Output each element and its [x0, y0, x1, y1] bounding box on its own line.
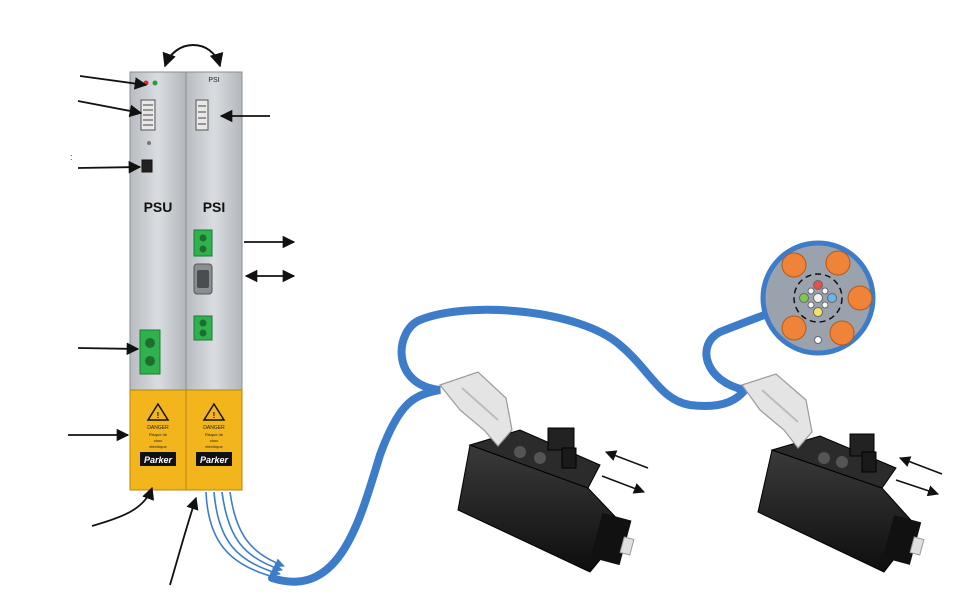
psu-hazard-line3: electrique [149, 444, 167, 449]
psi-output-cables [205, 491, 285, 581]
svg-text:!: ! [213, 411, 216, 420]
psi-module: PSI PSI ! DANGER Risque de choc electriq… [185, 71, 243, 491]
pin-bottom-left [781, 315, 807, 341]
motor-1-connector [438, 371, 513, 447]
psi-hazard-triangle-icon [202, 402, 226, 421]
psi-hazard-title: DANGER [203, 425, 225, 431]
svg-text:!: ! [157, 411, 160, 420]
pin-center-left [799, 293, 809, 303]
arrow-icon [79, 75, 148, 90]
arrow-icon [895, 479, 940, 497]
psu-hazard-triangle-icon [146, 402, 170, 421]
pin-center-right [827, 293, 837, 303]
pin-center-mid [813, 293, 823, 303]
curved-arrow-icon [91, 486, 155, 527]
psi-label: PSI [203, 199, 226, 215]
psi-hazard-line3: electrique [205, 444, 223, 449]
pin-top-right [825, 250, 851, 276]
arrow-icon [601, 475, 646, 494]
pin-center-top [813, 280, 823, 290]
motor-1 [438, 371, 635, 573]
psu-hazard-title: DANGER [147, 425, 169, 431]
pin-drain [814, 336, 822, 344]
motor-2-connector [741, 373, 813, 449]
arrow-icon [77, 100, 143, 118]
psu-hazard-line1: Risque de [149, 432, 168, 437]
psu-label: PSU [144, 199, 173, 215]
arrow-icon [77, 160, 142, 174]
psu-brand-logo: Parker [144, 455, 173, 465]
psi-top-label: PSI [208, 77, 219, 84]
swap-curved-arrow-icon [162, 44, 224, 68]
pin-small-mr [821, 287, 829, 295]
psi-hazard-line1: Risque de [205, 432, 224, 437]
pin-small-br [821, 301, 829, 309]
arrow-icon [898, 456, 943, 475]
arrow-icon [604, 450, 649, 469]
psu-module: PSU ! DANGER Risque de choc electrique P… [129, 71, 187, 491]
cable-cross-section [760, 240, 876, 356]
pin-right [847, 285, 873, 311]
psi-brand-logo: Parker [200, 455, 229, 465]
pin-small-ml [807, 287, 815, 295]
pin-small-bl [807, 301, 815, 309]
psu-hazard-line2: choc [154, 438, 162, 443]
system-cable [268, 301, 794, 586]
psi-hazard-line2: choc [210, 438, 218, 443]
pin-center-bottom [813, 307, 823, 317]
pin-bottom-right [829, 320, 855, 346]
curved-arrow-icon [169, 496, 199, 586]
svg-text::: : [70, 152, 73, 162]
motor-2 [741, 373, 925, 573]
arrow-icon [77, 342, 140, 356]
pin-top-left [781, 252, 807, 278]
